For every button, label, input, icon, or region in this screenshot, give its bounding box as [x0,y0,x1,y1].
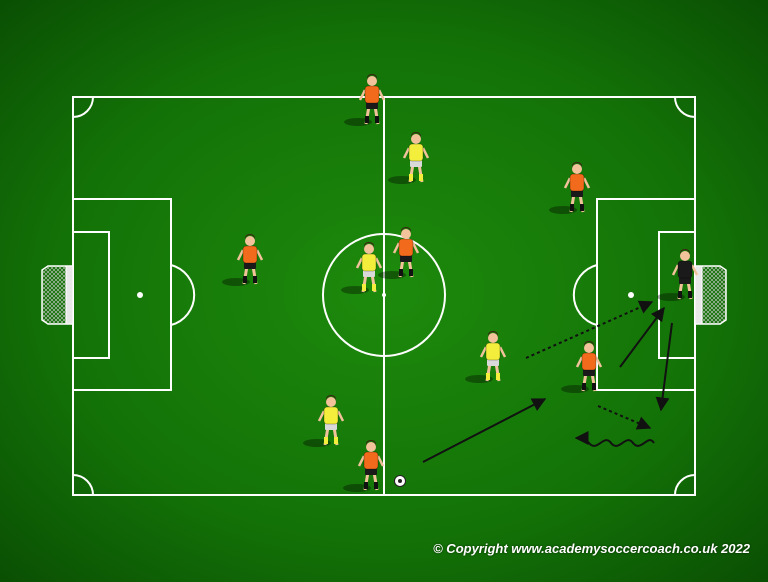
dotted-support-arrow [597,405,652,430]
pass-arrow [422,398,547,463]
centre-circle [322,233,446,357]
corner-arc-bottom-left [72,474,94,496]
orange-player [378,227,420,279]
players [222,74,699,492]
corner-arc-bottom-right [674,474,696,496]
right-penalty-spot [628,292,634,298]
soccer-ball [394,475,406,487]
movement-arrows [422,300,673,463]
right-goal [694,265,727,325]
left-penalty-arc [170,264,196,326]
left-goal-area [72,231,110,359]
orange-player [561,341,603,393]
yellow-player [465,331,507,383]
orange-player [343,440,385,492]
goalkeeper-movement-arrow [655,322,673,412]
left-penalty-area [72,198,172,391]
yellow-player [388,132,430,184]
centre-spot [382,293,386,297]
orange-player [549,162,591,214]
copyright-notice: © Copyright www.academysoccercoach.co.uk… [433,541,750,556]
goalkeeper-player [657,249,699,301]
dribble-arrow [574,430,655,447]
orange-player [222,234,264,286]
orange-player [344,74,386,126]
dotted-run-arrow [525,300,654,359]
corner-arc-top-left [72,96,94,118]
yellow-player [303,395,345,447]
shot-arrow [619,306,665,368]
right-penalty-arc [572,264,598,326]
left-goal [41,265,74,325]
left-penalty-spot [137,292,143,298]
yellow-player [341,242,383,294]
corner-arc-top-right [674,96,696,118]
